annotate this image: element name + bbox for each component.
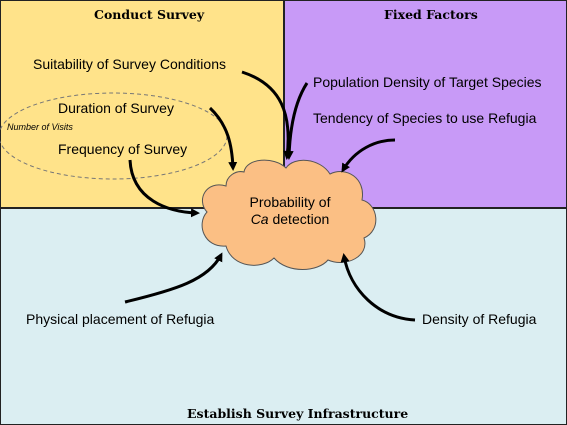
factor-physical-placement: Physical placement of Refugia [26,311,215,327]
arrow-physical-placement [124,252,223,304]
establish-infrastructure-title: Establish Survey Infrastructure [187,406,409,421]
conduct-survey-title: Conduct Survey [94,7,205,22]
center-line-2: Ca detection [222,211,358,227]
arrow-frequency [128,159,200,218]
factor-refugia-tendency: Tendency of Species to use Refugia [313,110,537,126]
factor-refugia-density: Density of Refugia [422,311,537,327]
factor-suitability: Suitability of Survey Conditions [33,56,226,72]
detection-cloud [201,159,377,270]
factor-population-density: Population Density of Target Species [313,74,542,90]
factor-frequency: Frequency of Survey [58,141,188,157]
center-species-abbrev: Ca [250,211,269,227]
fixed-factors-title: Fixed Factors [384,7,478,22]
arrow-duration [208,106,238,171]
center-line-1: Probability of [249,194,331,210]
conduct-survey-panel: Conduct Survey [0,0,284,208]
factor-duration: Duration of Survey [58,100,174,116]
number-of-visits-label: Number of Visits [7,122,73,132]
arrow-refugia-density [340,253,416,322]
center-detection-word: detection [268,211,330,227]
arrow-suitability [241,70,293,160]
arrow-refugia-tendency [341,138,396,173]
arrow-population-density [284,82,309,160]
